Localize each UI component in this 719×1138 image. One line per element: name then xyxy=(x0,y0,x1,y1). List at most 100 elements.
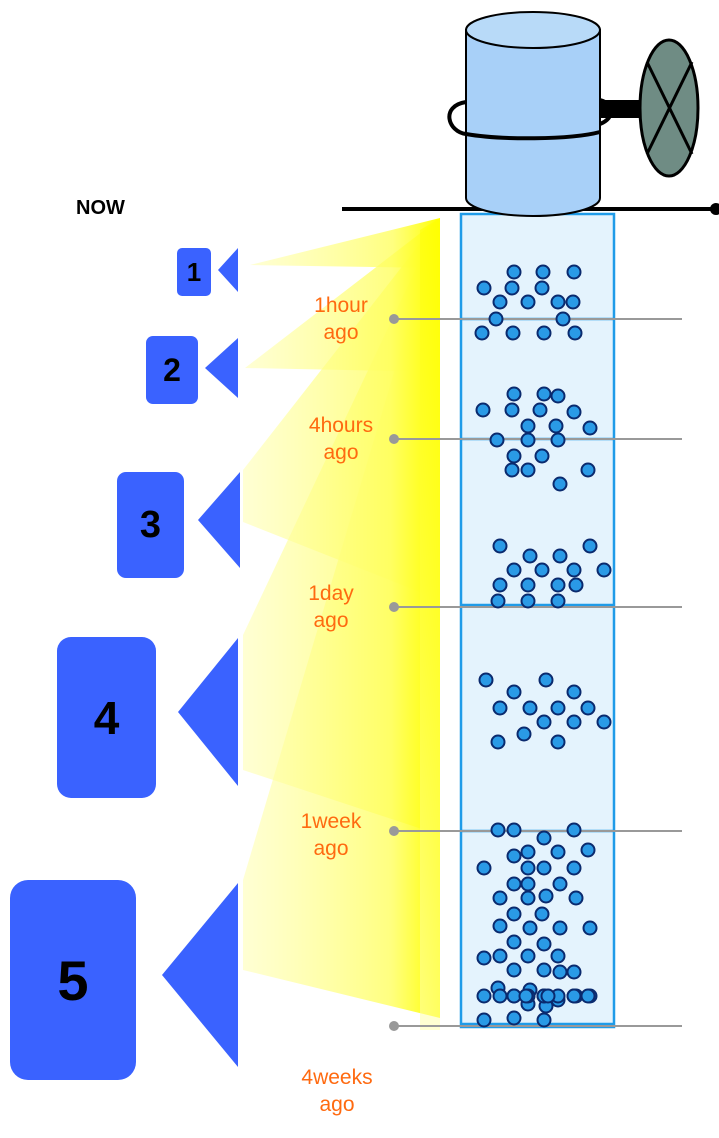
data-point xyxy=(522,548,538,564)
data-point xyxy=(518,988,534,1004)
data-point xyxy=(550,388,566,404)
data-point xyxy=(552,548,568,564)
data-point xyxy=(550,700,566,716)
data-point xyxy=(566,684,582,700)
data-point xyxy=(506,906,522,922)
time-label-line1: 1day xyxy=(308,582,354,605)
data-point xyxy=(596,562,612,578)
data-point xyxy=(567,325,583,341)
data-point xyxy=(476,1012,492,1028)
data-point xyxy=(520,462,536,478)
arrow-4 xyxy=(178,638,238,786)
data-point xyxy=(506,1010,522,1026)
cylinder-icon xyxy=(447,11,640,217)
data-point xyxy=(566,988,582,1004)
data-point xyxy=(506,934,522,950)
step-box-1: 1 xyxy=(177,248,211,296)
step-label: 2 xyxy=(163,351,181,388)
data-point xyxy=(506,562,522,578)
data-point xyxy=(536,860,552,876)
pipe-end-icon xyxy=(710,203,719,215)
data-point xyxy=(550,294,566,310)
time-label-line2: ago xyxy=(323,441,359,464)
arrow-5 xyxy=(162,883,238,1067)
data-point xyxy=(520,432,536,448)
data-point xyxy=(566,264,582,280)
step-box-3: 3 xyxy=(117,472,184,578)
data-point xyxy=(492,577,508,593)
data-point xyxy=(548,418,564,434)
data-point xyxy=(536,1012,552,1028)
data-point xyxy=(475,402,491,418)
data-point xyxy=(476,280,492,296)
time-label-line2: ago xyxy=(313,609,349,632)
data-point xyxy=(492,294,508,310)
data-point xyxy=(506,962,522,978)
data-point xyxy=(550,948,566,964)
arrow-3 xyxy=(198,472,240,568)
data-point xyxy=(520,890,536,906)
data-point xyxy=(538,672,554,688)
data-point xyxy=(520,876,536,892)
data-point xyxy=(538,888,554,904)
data-point xyxy=(596,714,612,730)
data-point xyxy=(566,562,582,578)
data-point xyxy=(536,936,552,952)
data-point xyxy=(522,700,538,716)
data-point xyxy=(582,920,598,936)
data-point xyxy=(506,848,522,864)
data-point xyxy=(476,988,492,1004)
arrow-2 xyxy=(205,338,238,398)
time-label-line2: ago xyxy=(323,321,359,344)
data-point xyxy=(492,538,508,554)
step-box-5: 5 xyxy=(10,880,136,1080)
data-point xyxy=(520,593,536,609)
step-label: 4 xyxy=(93,691,120,744)
data-point xyxy=(490,734,506,750)
arrow-1 xyxy=(218,248,238,292)
data-point xyxy=(550,734,566,750)
now-label: NOW xyxy=(76,197,125,219)
data-point xyxy=(520,418,536,434)
data-point xyxy=(568,890,584,906)
data-point xyxy=(534,562,550,578)
light-beams xyxy=(243,218,440,1030)
beam-core xyxy=(420,218,440,1030)
data-point xyxy=(504,402,520,418)
time-label-line2: ago xyxy=(319,1093,355,1116)
time-marker-dot-icon xyxy=(389,434,399,444)
data-points xyxy=(474,264,612,1028)
data-point xyxy=(516,726,532,742)
data-point xyxy=(580,988,596,1004)
data-point xyxy=(506,386,522,402)
data-point xyxy=(506,822,522,838)
data-point xyxy=(536,325,552,341)
leader-dots xyxy=(389,314,399,1031)
data-point xyxy=(490,822,506,838)
data-point xyxy=(566,964,582,980)
data-point xyxy=(568,577,584,593)
step-label: 1 xyxy=(186,256,202,287)
time-label-4weeks: 4weeks ago xyxy=(292,1064,382,1118)
time-marker-dot-icon xyxy=(389,826,399,836)
data-point xyxy=(520,948,536,964)
data-point xyxy=(474,325,490,341)
time-label-line2: ago xyxy=(313,837,349,860)
data-point xyxy=(506,876,522,892)
data-point xyxy=(536,962,552,978)
data-point xyxy=(504,280,520,296)
time-label-line1: 4hours xyxy=(308,414,374,437)
data-point xyxy=(492,890,508,906)
data-point xyxy=(490,593,506,609)
leader-lines xyxy=(396,318,682,1027)
step-label: 3 xyxy=(139,503,162,546)
valve-icon xyxy=(638,38,700,178)
data-point xyxy=(504,462,520,478)
data-point xyxy=(535,264,551,280)
data-point xyxy=(566,714,582,730)
data-point xyxy=(489,432,505,448)
data-point xyxy=(520,294,536,310)
data-point xyxy=(550,593,566,609)
